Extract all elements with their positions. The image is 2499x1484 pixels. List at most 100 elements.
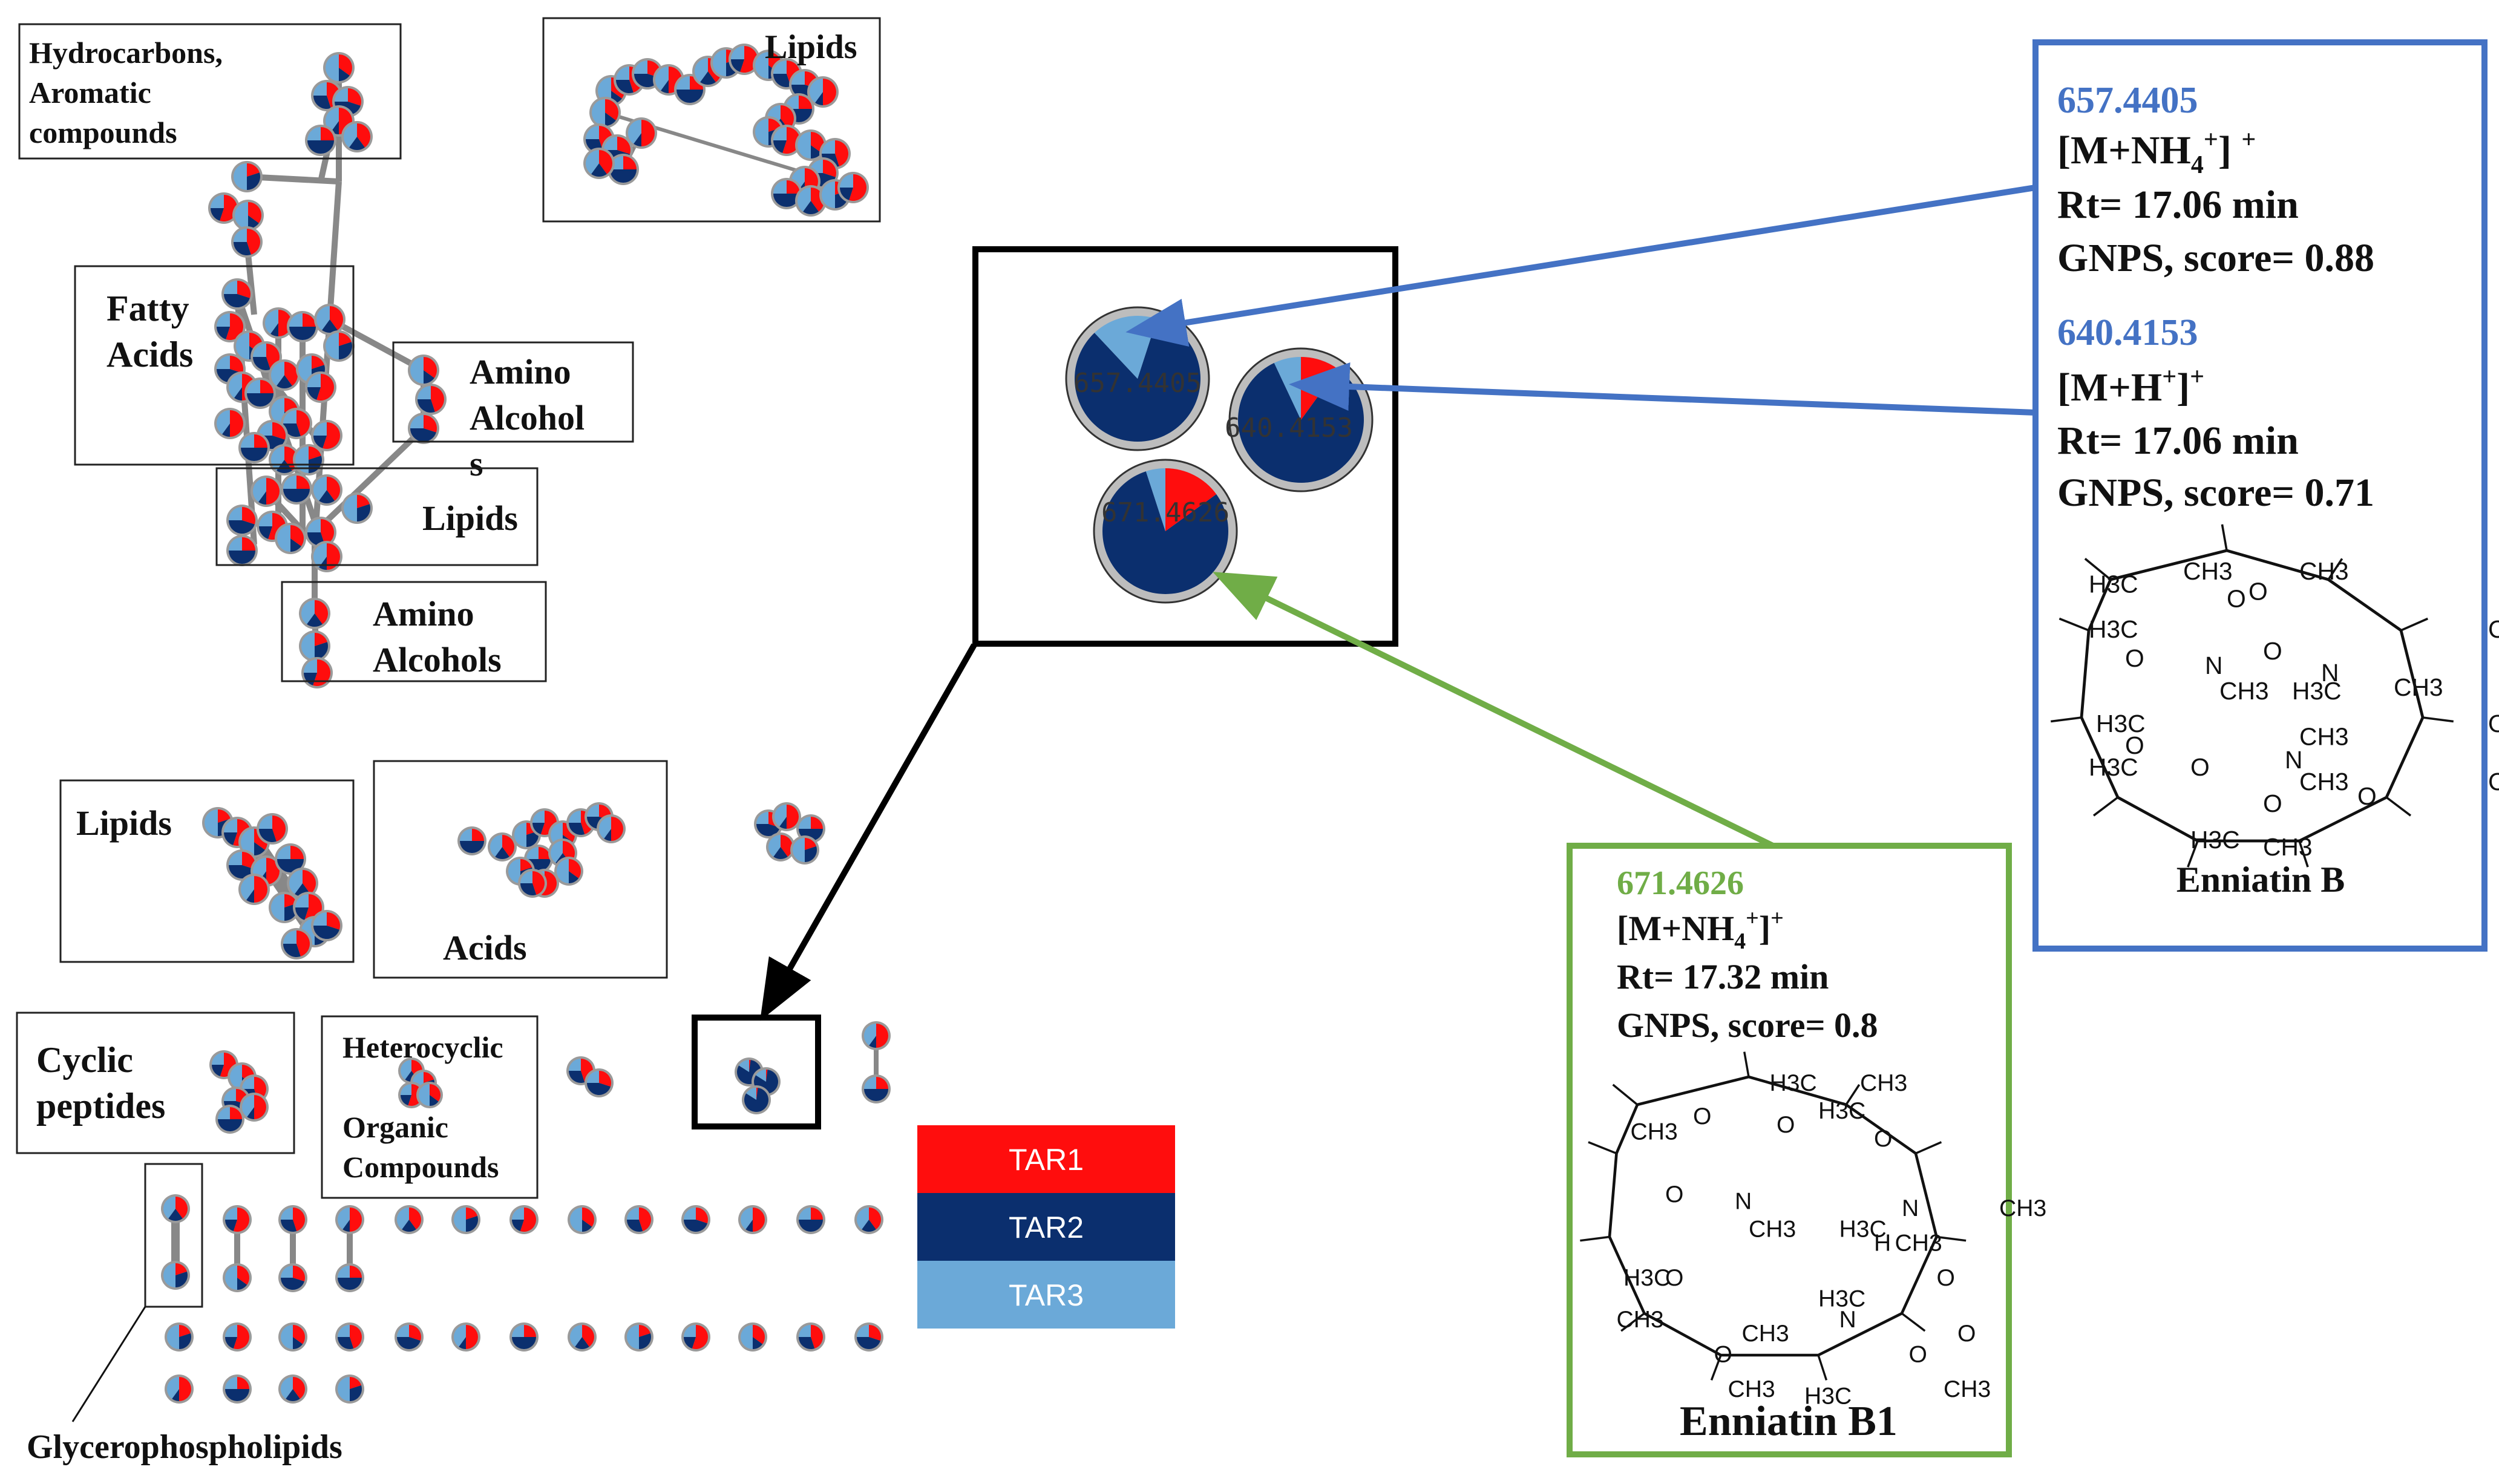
pie-slice-tar3 — [840, 174, 853, 188]
pie-slice-tar1 — [254, 876, 267, 903]
pie-slice-tar2 — [339, 342, 352, 359]
pie-slice-tar3 — [289, 313, 303, 327]
pie-slice-tar2 — [253, 357, 270, 370]
pie-slice-tar2 — [604, 829, 611, 841]
mz-671: 671.4626 — [1617, 865, 1744, 902]
pie-slice-tar1 — [309, 446, 321, 460]
pie-slice-tar2 — [304, 673, 317, 685]
structure-atom-label: H3C — [1839, 1217, 1887, 1243]
pie-slice-tar2 — [319, 557, 327, 570]
network-node — [854, 1322, 883, 1352]
network-nodes — [161, 44, 891, 1404]
pie-slice-tar1 — [520, 859, 532, 871]
pie-slice-tar1 — [466, 1208, 478, 1220]
adduct-657: [M+NH4+] + — [2057, 126, 2256, 179]
pie-slice-tar2 — [460, 841, 484, 853]
pie-slice-tar3 — [338, 1208, 350, 1230]
pie-slice-tar2 — [175, 1271, 188, 1287]
network-node — [257, 813, 288, 845]
pie-slice-tar3 — [569, 1059, 581, 1071]
rt-671: Rt= 17.32 min — [1617, 957, 1829, 996]
network-node — [221, 278, 253, 310]
pie-slice-tar2 — [281, 1278, 305, 1290]
structure-atom-label: O — [2227, 585, 2246, 613]
structure-atom-label: H3C — [1818, 1286, 1865, 1312]
pie-slice-tar3 — [264, 310, 278, 334]
cluster-box-fatty-acids: Fatty Acids — [74, 265, 355, 466]
pie-slice-tar2 — [349, 137, 365, 150]
legend-swatch-tar1 — [917, 1125, 1175, 1193]
pie-slice-tar2 — [639, 1333, 652, 1349]
pie-slice-tar1 — [611, 817, 623, 841]
pie-slice-tar3 — [283, 410, 296, 423]
network-node — [223, 1322, 252, 1352]
pie-slice-tar3 — [822, 140, 835, 154]
pie-slice-tar1 — [303, 870, 316, 894]
cluster-label-lipids-mid: Lipids — [422, 498, 518, 538]
pie-slice-tar2 — [172, 1389, 179, 1401]
pie-slice-tar2 — [338, 1278, 362, 1290]
network-node — [231, 161, 263, 192]
pie-slice-tar2 — [281, 1220, 297, 1232]
structure-atom-label: N — [2205, 652, 2222, 679]
structure-atom-label: O — [1874, 1126, 1892, 1152]
zoom-source-box — [692, 1015, 821, 1129]
pie-slice-tar3 — [741, 1208, 753, 1230]
substituent-bond — [1936, 1235, 1967, 1242]
structure-atom-label: N — [1839, 1307, 1856, 1333]
substituent-bond — [1612, 1084, 1639, 1106]
cluster-box-amino-alcohols-2: Amino Alcohols — [281, 581, 547, 682]
pie-slice-tar3 — [242, 1095, 254, 1117]
network-node — [223, 1205, 252, 1234]
pie-slice-tar3 — [768, 835, 781, 857]
structure-atom-label: H3C — [1623, 1265, 1671, 1291]
pie-slice-tar3 — [313, 912, 327, 926]
pie-slice-tar3 — [798, 188, 811, 212]
network-node — [335, 1205, 364, 1234]
pie-slice-tar1 — [766, 1070, 768, 1082]
pie-slice-tar1 — [811, 1208, 823, 1220]
pie-slice-tar1 — [175, 1263, 188, 1275]
pie-slice-tar3 — [490, 835, 502, 857]
substituent-bond — [2221, 524, 2228, 551]
cluster-label-amino-alcohols-2: Amino Alcohols — [373, 594, 502, 679]
pie-slice-tar3 — [655, 67, 669, 91]
structure-atom-label: O — [2357, 782, 2377, 810]
network-node — [161, 1261, 190, 1290]
pie-slice-tar3 — [271, 362, 284, 386]
pie-slice-tar1 — [641, 120, 655, 146]
pie-slice-tar2 — [247, 172, 260, 190]
pie-slice-tar3 — [773, 180, 787, 194]
pie-slice-tar3 — [684, 1208, 696, 1220]
network-node — [451, 1205, 480, 1234]
pie-slice-tar2 — [247, 393, 273, 407]
pie-slice-tar2 — [805, 846, 817, 862]
pie-slice-tar2 — [286, 1389, 300, 1402]
pie-slice-tar3 — [338, 1325, 350, 1337]
network-node — [226, 505, 258, 536]
pie-slice-tar1 — [237, 1377, 249, 1389]
network-node — [738, 1322, 767, 1352]
structure-atom-label: CH3 — [1631, 1119, 1678, 1145]
pie-slice-tar2 — [773, 140, 787, 153]
pie-slice-tar3 — [234, 229, 247, 242]
network-node — [568, 1322, 597, 1352]
pie-slice-tar3 — [627, 1325, 639, 1349]
substituent-bond — [2400, 617, 2429, 632]
pie-slice-tar2 — [259, 829, 277, 842]
rt-640: Rt= 17.06 min — [2057, 419, 2299, 463]
network-node — [281, 473, 312, 505]
pie-slice-tar2 — [756, 824, 781, 837]
pie-slice-tar3 — [307, 127, 321, 140]
pie-slice-tar1 — [805, 838, 817, 850]
pie-slice-tar1 — [623, 156, 637, 169]
network-node — [161, 1194, 190, 1223]
network-node — [165, 1322, 194, 1352]
pie-slice-tar3 — [799, 817, 811, 829]
network-node — [837, 172, 869, 203]
structure-atom-label: CH3 — [2299, 723, 2349, 751]
pie-slice-tar3 — [397, 1208, 409, 1230]
legend-swatch-tar3 — [917, 1261, 1175, 1329]
network-node — [323, 52, 355, 83]
structure-atom-label: O — [1665, 1265, 1683, 1291]
